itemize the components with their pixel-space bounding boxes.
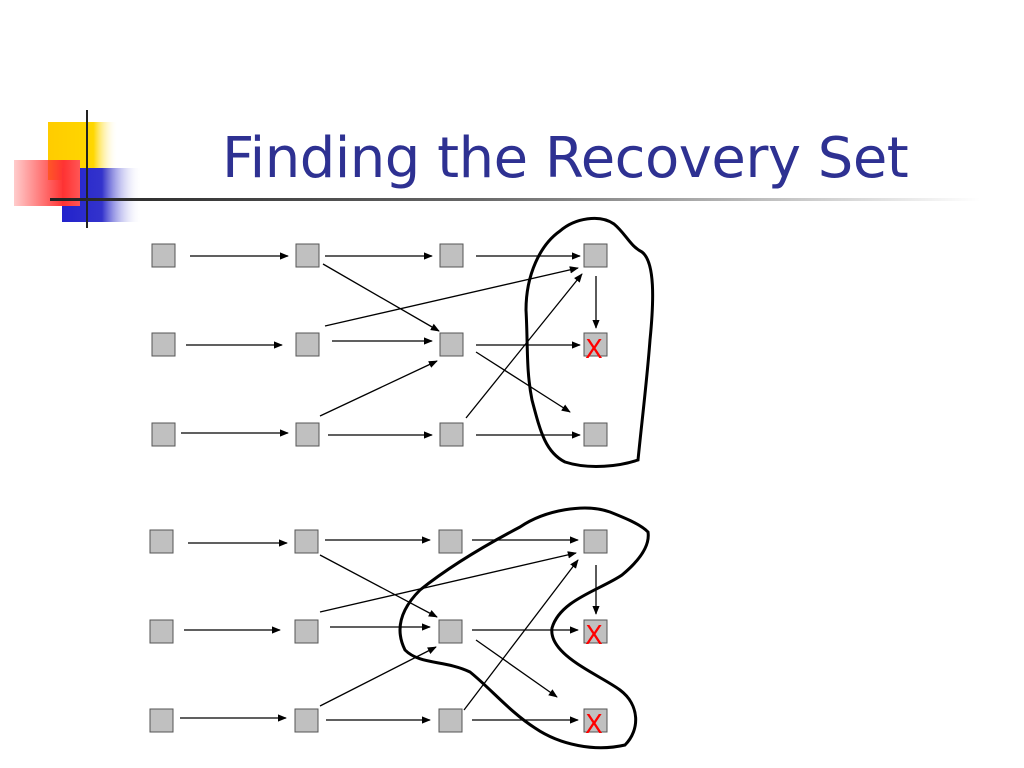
node (151, 332, 176, 357)
node (295, 422, 320, 447)
failed-node (583, 332, 608, 357)
arrow (475, 639, 558, 698)
node (583, 529, 608, 554)
arrow (319, 551, 577, 613)
node (149, 708, 174, 733)
arrow (463, 559, 579, 711)
node (583, 243, 608, 268)
top-diagram: X (151, 216, 655, 468)
failure-mark: X (585, 710, 603, 740)
failed-node (583, 708, 608, 733)
node (439, 243, 464, 268)
node (439, 422, 464, 447)
node (294, 708, 319, 733)
node (294, 529, 319, 554)
recovery-set-outline (524, 216, 655, 468)
failure-mark: X (585, 621, 603, 651)
node (295, 243, 320, 268)
bottom-nodes (149, 529, 608, 733)
node (438, 529, 463, 554)
arrow (319, 554, 438, 618)
bottom-diagram: X X (149, 506, 650, 750)
arrow (319, 360, 438, 417)
failed-node (583, 619, 608, 644)
node (294, 619, 319, 644)
arrow (324, 266, 579, 327)
title-rule (50, 198, 980, 201)
node (151, 243, 176, 268)
node (149, 619, 174, 644)
logo-accent (14, 110, 142, 228)
slide-title: Finding the Recovery Set (222, 126, 909, 191)
arrow (475, 351, 571, 413)
top-nodes (151, 243, 608, 447)
node (439, 332, 464, 357)
node (149, 529, 174, 554)
failure-mark: X (585, 335, 603, 365)
node (295, 332, 320, 357)
recovery-set-outline (398, 506, 650, 750)
node (438, 619, 463, 644)
arrow (319, 646, 437, 707)
node (438, 708, 463, 733)
node (583, 422, 608, 447)
bottom-arrows (180, 536, 600, 724)
arrow (465, 273, 583, 419)
node (151, 422, 176, 447)
arrow (322, 263, 440, 332)
